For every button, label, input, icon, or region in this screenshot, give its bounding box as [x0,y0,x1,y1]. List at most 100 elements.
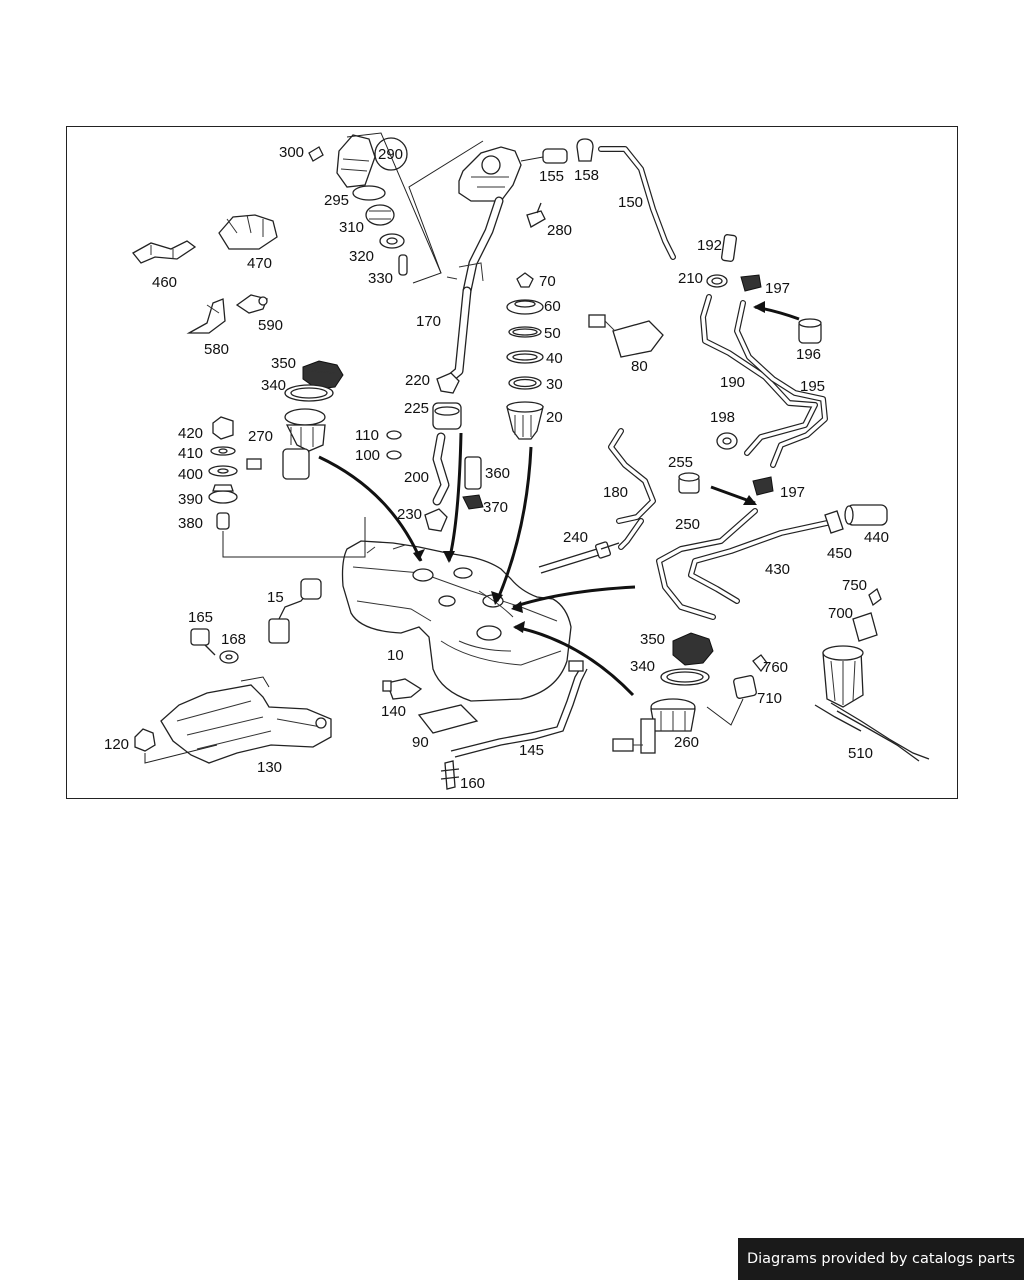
clip-590 [235,294,268,314]
label-195[interactable]: 195 [800,378,825,395]
label-40[interactable]: 40 [546,350,563,367]
seal-ring-340 [284,384,334,402]
label-180[interactable]: 180 [603,484,628,501]
module-80 [588,314,664,358]
label-390[interactable]: 390 [178,491,203,508]
label-158[interactable]: 158 [574,167,599,184]
label-145[interactable]: 145 [519,742,544,759]
label-30[interactable]: 30 [546,376,563,393]
label-300[interactable]: 300 [279,144,304,161]
plug-196 [798,318,822,344]
label-750[interactable]: 750 [842,577,867,594]
washer-stack [208,416,366,558]
sender-510 [814,645,930,762]
label-140[interactable]: 140 [381,703,406,720]
label-90[interactable]: 90 [412,734,429,751]
label-80[interactable]: 80 [631,358,648,375]
lock-ring-350b [672,632,714,666]
label-250[interactable]: 250 [675,516,700,533]
bracket-580 [186,298,226,334]
label-168[interactable]: 168 [221,631,246,648]
connector-710 [706,675,757,726]
sensor-140 [382,678,423,700]
filler-hose-group [386,372,462,532]
clamp-197-low [752,476,774,496]
label-400[interactable]: 400 [178,466,203,483]
label-280[interactable]: 280 [547,222,572,239]
label-170[interactable]: 170 [416,313,441,330]
label-370[interactable]: 370 [483,499,508,516]
label-15[interactable]: 15 [267,589,284,606]
grommet-198 [716,432,738,450]
hose-192 [720,234,738,262]
bolt-165 [190,628,216,656]
label-60[interactable]: 60 [544,298,561,315]
label-580[interactable]: 580 [204,341,229,358]
label-230[interactable]: 230 [397,506,422,523]
label-150[interactable]: 150 [618,194,643,211]
label-270[interactable]: 270 [248,428,273,445]
label-220[interactable]: 220 [405,372,430,389]
label-700[interactable]: 700 [828,605,853,622]
label-380[interactable]: 380 [178,515,203,532]
label-330[interactable]: 330 [368,270,393,287]
label-50[interactable]: 50 [544,325,561,342]
seal-ring-340b [660,668,710,686]
label-450[interactable]: 450 [827,545,852,562]
label-710[interactable]: 710 [757,690,782,707]
label-197a[interactable]: 197 [765,280,790,297]
label-340b[interactable]: 340 [630,658,655,675]
label-760[interactable]: 760 [763,659,788,676]
label-255[interactable]: 255 [668,454,693,471]
label-470[interactable]: 470 [247,255,272,272]
label-120[interactable]: 120 [104,736,129,753]
label-70[interactable]: 70 [539,273,556,290]
assembly-arrows [318,301,800,697]
label-510[interactable]: 510 [848,745,873,762]
hose-440 [844,504,888,526]
label-196[interactable]: 196 [796,346,821,363]
label-130[interactable]: 130 [257,759,282,776]
line-190-195 [700,294,828,468]
cover-470 [218,214,278,250]
label-340a[interactable]: 340 [261,377,286,394]
bolt-160 [440,760,460,790]
label-320[interactable]: 320 [349,248,374,265]
label-200[interactable]: 200 [404,469,429,486]
label-410[interactable]: 410 [178,445,203,462]
label-350a[interactable]: 350 [271,355,296,372]
label-160[interactable]: 160 [460,775,485,792]
nut-120 [134,728,218,764]
label-295[interactable]: 295 [324,192,349,209]
label-460[interactable]: 460 [152,274,177,291]
plug-760 [752,654,768,673]
label-110[interactable]: 110 [355,427,379,444]
label-192[interactable]: 192 [697,237,722,254]
label-155[interactable]: 155 [539,168,564,185]
part-labels: 290 300 295 310 320 330 460 470 590 580 … [104,144,889,792]
label-225[interactable]: 225 [404,400,429,417]
fuel-system-parts-diagram: 290 300 295 310 320 330 460 470 590 580 … [104,132,930,792]
plug-750 [868,587,882,607]
label-100[interactable]: 100 [355,447,380,464]
label-310[interactable]: 310 [339,219,364,236]
label-165[interactable]: 165 [188,609,213,626]
label-210[interactable]: 210 [678,270,703,287]
label-190[interactable]: 190 [720,374,745,391]
fuel-tank [341,540,572,702]
label-198[interactable]: 198 [710,409,735,426]
label-590[interactable]: 590 [258,317,283,334]
label-260[interactable]: 260 [674,734,699,751]
connector-15 [268,578,322,644]
label-240[interactable]: 240 [563,529,588,546]
label-197b[interactable]: 197 [780,484,805,501]
label-440[interactable]: 440 [864,529,889,546]
hose-155 [520,148,568,164]
label-290[interactable]: 290 [378,146,403,163]
label-360[interactable]: 360 [485,465,510,482]
label-350b[interactable]: 350 [640,631,665,648]
label-20[interactable]: 20 [546,409,563,426]
label-10[interactable]: 10 [387,647,404,664]
label-420[interactable]: 420 [178,425,203,442]
label-430[interactable]: 430 [765,561,790,578]
